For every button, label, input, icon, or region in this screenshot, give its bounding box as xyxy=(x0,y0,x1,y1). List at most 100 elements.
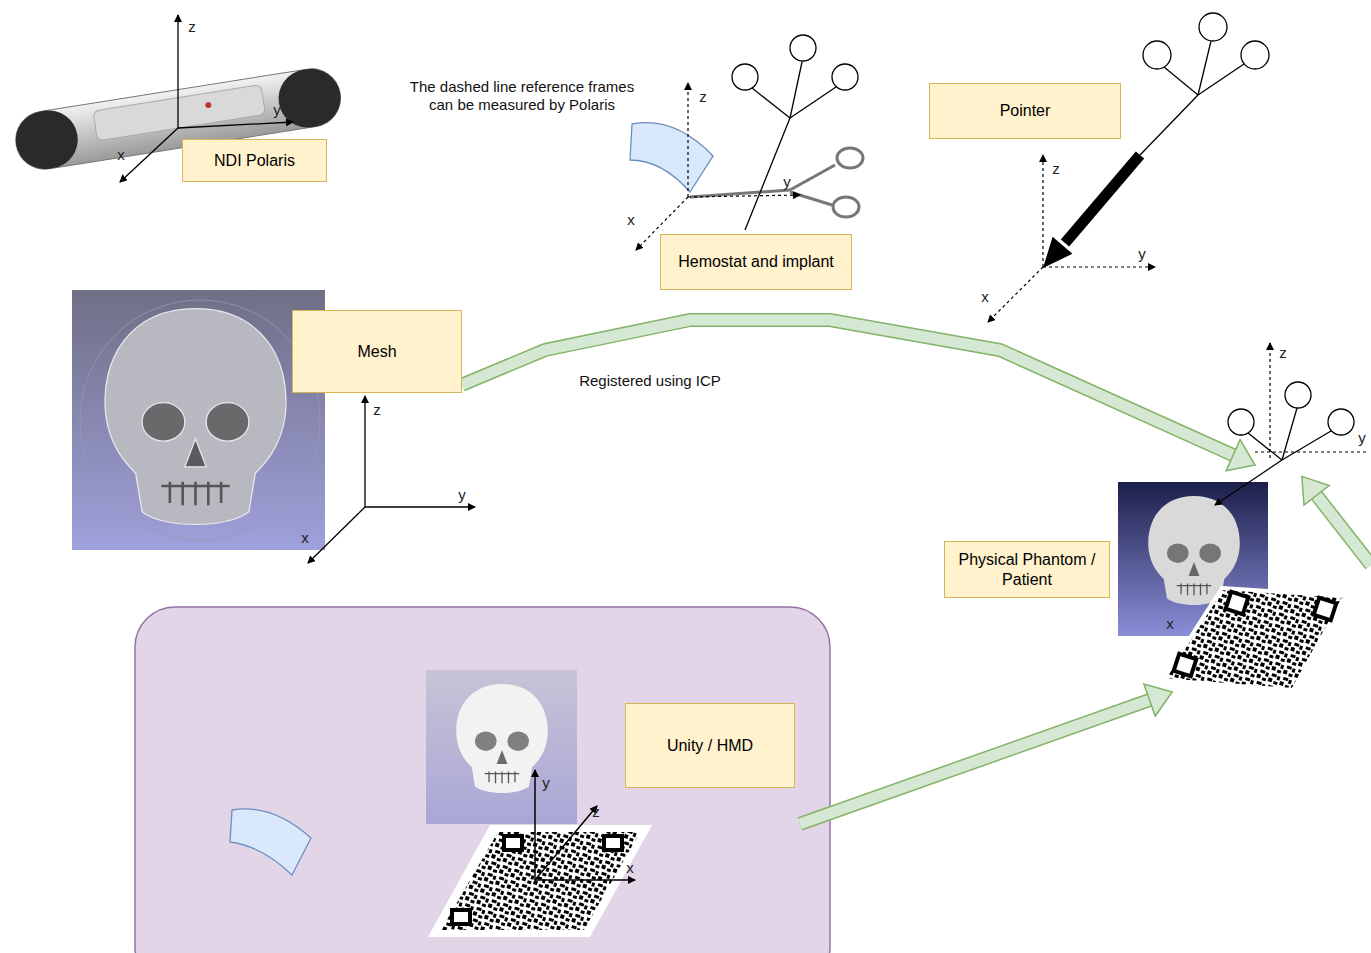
pointer-tool xyxy=(1143,41,1171,69)
axis-label: y xyxy=(1358,429,1366,447)
phantom-qr-marker xyxy=(1314,598,1337,621)
marker-tree xyxy=(752,88,790,118)
polaris-axes xyxy=(120,128,178,182)
pointer-tool xyxy=(1164,67,1198,95)
pointer-axes xyxy=(988,267,1043,322)
hmd-qr-marker xyxy=(452,910,470,924)
component-box: Pointer xyxy=(929,83,1121,139)
pointer-axes xyxy=(1043,266,1155,267)
axis-label: y xyxy=(273,101,281,119)
hmd-axes xyxy=(535,806,597,880)
phantom-axes xyxy=(1255,451,1369,452)
marker-tree xyxy=(790,62,802,118)
component-box: Mesh xyxy=(292,310,462,393)
polaris-camera xyxy=(93,85,266,141)
pointer-tool xyxy=(1043,13,1269,268)
marker-tree xyxy=(790,35,816,61)
hmd-qr-marker xyxy=(604,836,622,850)
axis-label: x xyxy=(981,288,989,306)
pointer-tool xyxy=(1140,95,1198,155)
arrow-band xyxy=(462,320,1235,456)
hmd-qr-marker xyxy=(428,825,652,937)
arrow-band xyxy=(462,320,1235,456)
marker-tree xyxy=(745,118,790,230)
arrow-head xyxy=(1144,684,1172,716)
phantom-qr-marker xyxy=(1163,588,1345,690)
pointer-axes xyxy=(1042,155,1043,267)
mesh-axes xyxy=(308,396,475,563)
node-region: Unity / HMD xyxy=(425,668,800,935)
marker-tree xyxy=(790,87,836,118)
axis-label: y xyxy=(542,774,550,792)
axis-label: z xyxy=(1052,160,1060,178)
phantom-qr-marker xyxy=(1163,588,1345,690)
component-box: NDI Polaris xyxy=(182,139,327,182)
polaris-axes xyxy=(178,122,293,128)
node-text: Physical Phantom / Patient xyxy=(953,550,1101,590)
phantom-marker-tree xyxy=(1228,409,1254,435)
component-box: Hemostat and implant xyxy=(660,234,852,290)
node-text: NDI Polaris xyxy=(214,151,295,171)
hemostat xyxy=(690,190,790,197)
node-text: Pointer xyxy=(1000,101,1051,121)
pointer-tool xyxy=(1198,64,1244,95)
hmd-implant xyxy=(230,809,311,875)
axis-label: z xyxy=(188,18,196,36)
implant xyxy=(630,123,713,192)
hmd-skull-image xyxy=(426,670,577,824)
node-region: Physical Phantom / Patient xyxy=(944,465,1350,692)
axis-label: x xyxy=(117,146,125,164)
phantom-marker-tree xyxy=(1248,433,1282,460)
axis-label: x xyxy=(627,211,635,229)
pointer-axes xyxy=(988,155,1155,322)
phantom-qr-marker xyxy=(1174,654,1197,677)
marker-tree xyxy=(732,35,858,230)
hemostat xyxy=(837,148,863,168)
axis-label: y xyxy=(783,173,791,191)
axis-label: z xyxy=(373,401,381,419)
registration-arrow xyxy=(1317,495,1371,565)
hemostat-axes xyxy=(636,83,800,250)
axis-label: z xyxy=(592,803,600,821)
registration-arrow xyxy=(1302,476,1371,565)
hmd-axes xyxy=(534,770,536,880)
axis-label: y xyxy=(458,486,466,504)
label-box: Physical Phantom / Patient xyxy=(944,541,1110,598)
phantom-qr-marker xyxy=(1226,592,1249,615)
marker-tree xyxy=(732,64,758,90)
polaris-axes xyxy=(177,15,178,128)
phantom-marker-tree xyxy=(1215,382,1354,505)
registration-arrow xyxy=(462,320,1255,471)
mesh-image xyxy=(72,290,325,550)
arrow-band xyxy=(800,699,1151,824)
hmd-qr-marker xyxy=(504,836,522,850)
mesh-axes xyxy=(364,396,365,507)
hmd-qr-marker xyxy=(428,825,652,937)
pointer-tool xyxy=(1065,155,1140,243)
node-text: Unity / HMD xyxy=(667,736,753,756)
phantom-marker-tree xyxy=(1328,409,1354,435)
hmd-qr-marker xyxy=(441,832,640,930)
arrow-head xyxy=(1226,440,1255,471)
axis-label: y xyxy=(1138,245,1146,263)
mesh-axes xyxy=(365,506,475,507)
axis-label: x xyxy=(301,529,309,547)
pointer-tool xyxy=(1043,237,1072,268)
phantom-axes xyxy=(1269,343,1270,458)
axis-label: z xyxy=(699,88,707,106)
hemostat xyxy=(690,148,863,217)
note-text: The dashed line reference frames can be … xyxy=(410,78,635,114)
mesh-image xyxy=(72,290,325,550)
hemostat xyxy=(833,197,859,217)
polaris-camera xyxy=(274,65,344,132)
node-text: Mesh xyxy=(357,342,396,362)
mesh-axes xyxy=(308,507,365,563)
hmd-implant xyxy=(230,809,311,875)
hemostat xyxy=(790,165,835,205)
axis-label: x xyxy=(626,859,634,877)
axis-label: x xyxy=(1166,615,1174,633)
label-box: Unity / HMD xyxy=(625,703,795,788)
phantom-marker-tree xyxy=(1282,431,1331,460)
